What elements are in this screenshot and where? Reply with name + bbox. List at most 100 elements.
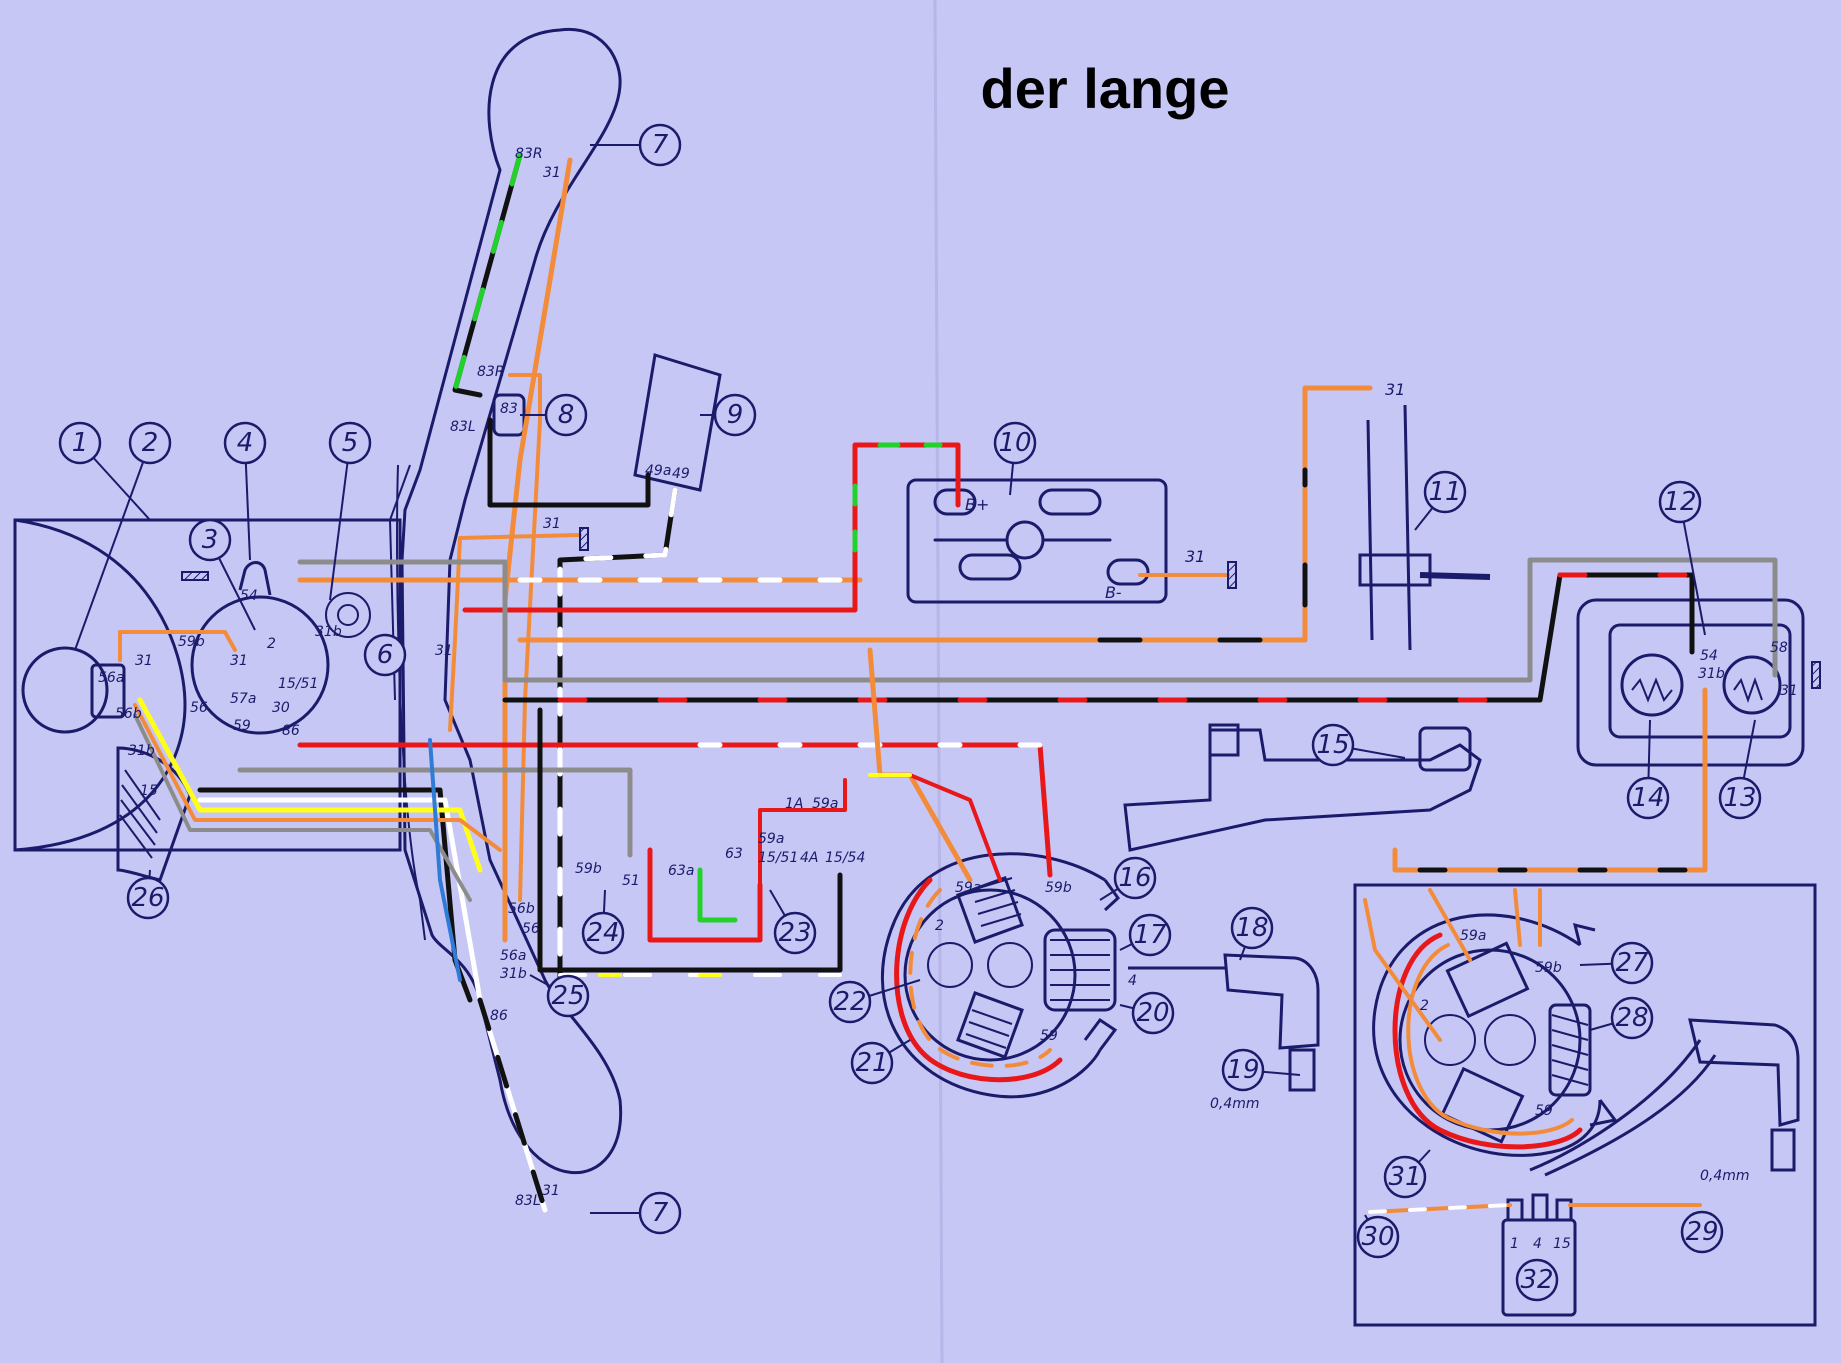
number-circle (1610, 996, 1654, 1040)
term-switch-56: 56 (190, 700, 208, 716)
wire-bundle-black2 (477, 997, 548, 1213)
component-number-29: 29 (1680, 1210, 1724, 1254)
number-label: 11 (1428, 477, 1461, 507)
number-label: 14 (1631, 783, 1664, 813)
wire-orange-ground (448, 533, 582, 732)
main-switch (190, 561, 371, 735)
number-label: 22 (833, 987, 866, 1017)
term-ground-top-31: 31 (1385, 380, 1405, 399)
term-battery-31: 31 (1185, 547, 1205, 566)
term-fuse-59a-top: 59a (812, 796, 838, 812)
term-gen-59b: 59b (1045, 880, 1072, 896)
term-switch-57a: 57a (230, 691, 256, 707)
term-tail-top-83R: 83R (515, 146, 543, 162)
component-number-7: 7 (590, 1191, 682, 1235)
term-switch-54: 54 (240, 588, 258, 604)
term-hb-56b: 56b (508, 901, 535, 917)
term-headlight-56a: 56a (98, 670, 124, 686)
term-tail-bottom-83L: 83L (515, 1193, 541, 1209)
brake-switch (1123, 723, 1482, 852)
wire-blue-handlebar (428, 738, 462, 982)
wire-orange-horn (517, 385, 1373, 643)
spark-gap-1-label: 0,4mm (1210, 1096, 1260, 1112)
term-gen-59a: 59a (955, 880, 981, 896)
component-number-24: 24 (581, 889, 625, 955)
wire-magneto-top (1363, 888, 1542, 1042)
term-flasher-83L: 83L (450, 419, 476, 435)
terminal-labels: 56a 56b 31 31b 15 59b 31 54 2 31b 15/51 … (98, 146, 1798, 1252)
component-number-15: 15 (1311, 723, 1406, 767)
generator (880, 852, 1120, 1099)
wire-coil-left (1368, 1203, 1512, 1214)
number-label: 16 (1118, 863, 1151, 893)
headlight-bulb-icon (21, 646, 109, 734)
number-label: 8 (558, 400, 575, 430)
component-number-1: 1 (58, 421, 151, 521)
number-circle (828, 980, 872, 1024)
component-number-28: 28 (1589, 996, 1654, 1040)
component-number-20: 20 (1119, 991, 1175, 1035)
term-switch-2: 2 (267, 636, 276, 652)
number-label: 1 (72, 428, 89, 458)
component-number-18: 18 (1230, 906, 1274, 961)
number-circle (126, 876, 170, 920)
number-label: 27 (1615, 948, 1649, 978)
number-circle (1610, 941, 1654, 985)
term-fuse-15-51: 15/51 (758, 850, 798, 866)
number-circle (638, 123, 682, 167)
number-circle (223, 421, 267, 465)
number-label: 26 (131, 883, 164, 913)
term-coil-4: 4 (1533, 1236, 1542, 1252)
component-number-26: 26 (126, 869, 170, 920)
term-relay-49a: 49a (645, 463, 671, 479)
wire-white-dash-relay (557, 487, 678, 993)
term-brake-54: 54 (1700, 648, 1718, 664)
number-circle (1221, 1048, 1265, 1092)
term-battery-bminus: B- (1105, 583, 1122, 602)
number-circle (1113, 856, 1157, 900)
term-flasher-83: 83 (500, 401, 518, 417)
number-label: 18 (1235, 913, 1268, 943)
number-label: 12 (1663, 487, 1696, 517)
component-number-16: 16 (1099, 856, 1157, 901)
number-circle (1423, 470, 1467, 514)
number-label: 3 (202, 525, 219, 555)
component-number-5: 5 (328, 421, 372, 601)
component-number-27: 27 (1579, 941, 1654, 985)
term-speedo-31b: 31b (128, 743, 155, 759)
component-number-6: 6 (363, 633, 407, 677)
number-label: 29 (1685, 1217, 1718, 1247)
wire-red-fuse (758, 778, 847, 887)
component-number-3: 3 (188, 518, 256, 631)
number-circle (1658, 480, 1702, 524)
number-label: 10 (998, 428, 1031, 458)
wire-black-bottom (537, 707, 843, 973)
term-ground-31-top: 31 (543, 516, 561, 532)
number-label: 23 (778, 918, 811, 948)
term-fuse-59a: 59a (758, 831, 784, 847)
wire-red-dash-tail (557, 572, 1695, 703)
wire-magneto-ring (1392, 932, 1583, 1150)
number-circle (1311, 723, 1355, 767)
wire-orange-headlight-31 (118, 630, 237, 662)
number-circle (1356, 1215, 1400, 1259)
term-speedo-15: 15 (140, 783, 158, 799)
number-label: 15 (1316, 730, 1349, 760)
wire-black-relay (487, 417, 651, 508)
number-circle (581, 911, 625, 955)
ground-symbols (181, 527, 1821, 689)
component-number-19: 19 (1221, 1048, 1301, 1092)
term-hb-31b: 31b (500, 966, 527, 982)
wire-grey-regulator (237, 767, 633, 858)
number-circle (1383, 1155, 1427, 1199)
number-circle (713, 393, 757, 437)
wire-orange-flasher (508, 373, 542, 902)
term-reg-51: 51 (622, 873, 640, 889)
number-label: 28 (1615, 1003, 1648, 1033)
term-mag-2: 2 (1420, 998, 1429, 1014)
component-number-32: 32 (1515, 1258, 1559, 1302)
number-circle (328, 421, 372, 465)
wire-green-regulator (697, 867, 738, 923)
term-hb-86: 86 (490, 1008, 508, 1024)
